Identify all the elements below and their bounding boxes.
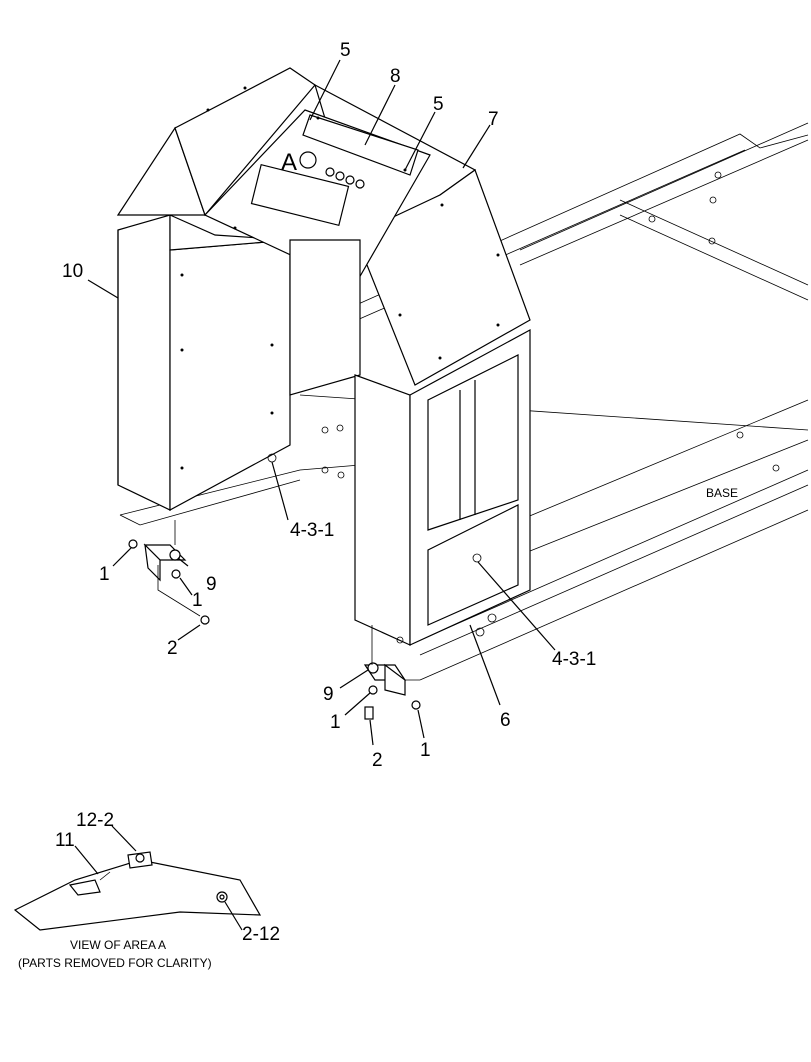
callout-10: 10 <box>62 261 83 282</box>
callout-7: 7 <box>488 109 499 130</box>
base-label: BASE <box>706 486 738 500</box>
base-frame <box>119 122 809 681</box>
view-subcaption: (PARTS REMOVED FOR CLARITY) <box>18 956 212 970</box>
callout-12-2: 12-2 <box>76 810 114 831</box>
top-housing <box>116 67 531 386</box>
callout-9-right: 9 <box>323 684 334 705</box>
callout-11: 11 <box>55 830 75 851</box>
detail-view-area-a <box>13 825 262 931</box>
callout-6: 6 <box>500 710 511 731</box>
right-mounting-bracket <box>363 625 421 720</box>
callout-4-3-1-right: 4-3-1 <box>552 649 596 670</box>
callout-5-top-right: 5 <box>433 94 444 115</box>
callout-1-right-left: 1 <box>330 712 341 733</box>
callout-2-12: 2-12 <box>242 924 280 945</box>
callout-8: 8 <box>390 66 401 87</box>
callout-4-3-1-left: 4-3-1 <box>290 520 334 541</box>
left-leg-panel <box>117 214 291 512</box>
callout-labels: 5 8 5 7 10 A 4-3-1 1 9 1 2 4-3-1 6 9 1 1… <box>18 40 738 970</box>
callout-5-top-left: 5 <box>340 40 351 61</box>
view-caption: VIEW OF AREA A <box>70 938 166 952</box>
leader-lines <box>87 59 556 746</box>
left-mounting-bracket <box>128 520 210 625</box>
callout-area-a: A <box>281 149 297 176</box>
callout-1-right: 1 <box>420 740 431 761</box>
callout-2-right: 2 <box>372 750 383 771</box>
callout-9-left: 9 <box>206 574 217 595</box>
callout-2-left: 2 <box>167 638 178 659</box>
callout-1-left-upper: 1 <box>99 564 110 585</box>
callout-1-left-lower: 1 <box>192 590 203 611</box>
right-leg-panel <box>289 239 531 646</box>
